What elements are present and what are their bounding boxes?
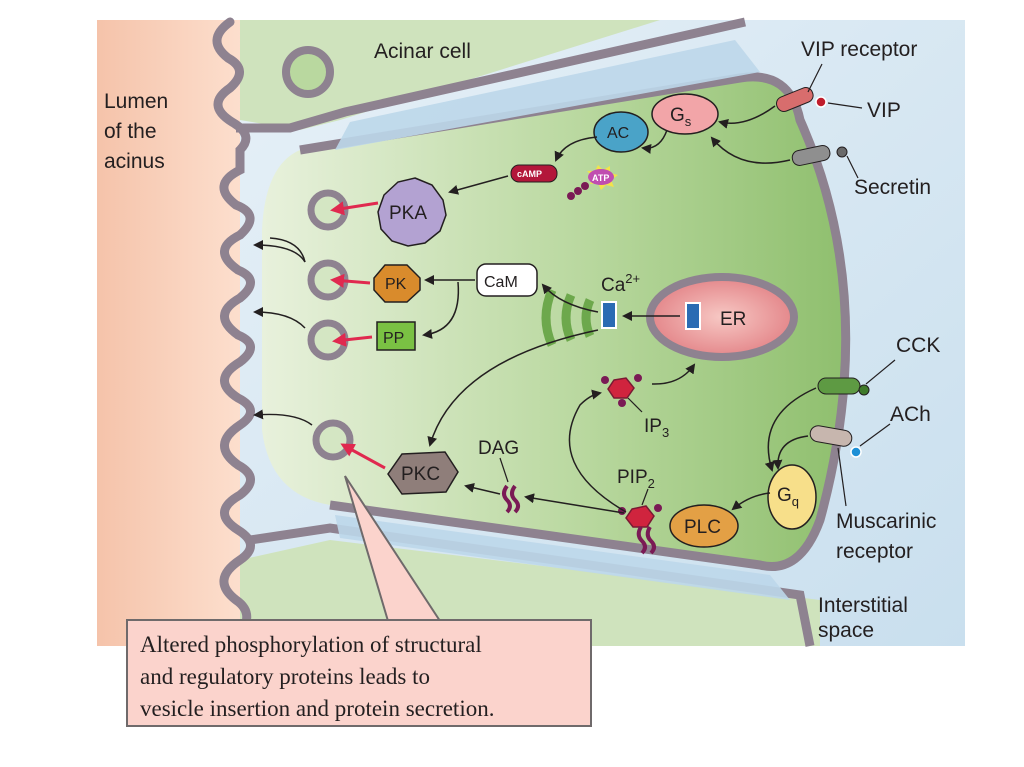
er-ca-channel <box>685 302 701 330</box>
vip-receptor-pointer <box>807 63 823 93</box>
ca-wave-1 <box>541 288 557 347</box>
arrow-cam-to-pp <box>422 281 460 339</box>
vesicle-top <box>282 46 334 98</box>
ach-label: ACh <box>890 403 931 426</box>
gq-label: Gq <box>777 485 799 509</box>
caption-line-2: and regulatory proteins leads to <box>140 664 430 689</box>
arrow-plc-to-ip3 <box>568 389 627 513</box>
lower-interstitial-gap <box>335 515 790 600</box>
camp-label: cAMP <box>517 169 542 179</box>
vip-receptor <box>775 87 827 112</box>
red-arrow-pka <box>330 201 379 216</box>
red-arrow-pkc <box>340 443 386 470</box>
exocytosis-arrow-4 <box>269 237 306 263</box>
arrow-gs-to-ac <box>641 129 668 154</box>
pka-label: PKA <box>389 203 427 224</box>
vip-label: VIP <box>867 99 901 122</box>
camp-badge <box>510 164 558 183</box>
arrow-secretin-to-gs <box>710 136 791 164</box>
ca-wave-3 <box>581 298 595 338</box>
plc-label: PLC <box>684 517 721 538</box>
red-arrow-pk <box>330 273 371 288</box>
arrow-camp-to-pka <box>448 175 509 195</box>
cck-receptor <box>817 377 870 396</box>
er-label: ER <box>720 309 746 330</box>
ac-enzyme <box>593 111 649 153</box>
pip2-label: PIP2 <box>617 467 655 491</box>
apical-membrane <box>212 17 255 645</box>
ach-pointer <box>859 423 891 447</box>
vip-receptor-label: VIP receptor <box>801 38 917 61</box>
secretin-pointer <box>846 155 859 179</box>
pp-label: PP <box>383 330 404 347</box>
pkc-enzyme <box>387 451 459 495</box>
atp-phosphate-chain <box>567 182 589 200</box>
dag-molecule <box>502 484 520 514</box>
arrow-ca-to-pkc <box>427 329 599 447</box>
pp-enzyme <box>376 321 416 351</box>
pka-enzyme <box>377 177 447 247</box>
ca-label: Ca2+ <box>601 271 640 296</box>
arrow-ac-to-camp <box>554 136 598 162</box>
cck-pointer <box>865 359 896 385</box>
gs-protein <box>651 93 719 135</box>
secretin-receptor <box>791 145 848 166</box>
ip3-pointer <box>627 397 643 413</box>
pip2-pointer <box>641 488 649 506</box>
er-organelle <box>646 273 798 361</box>
cam-box <box>476 263 538 297</box>
atp-label: ATP <box>592 173 609 183</box>
ip3-label: IP3 <box>644 416 669 440</box>
ac-label: AC <box>607 125 629 142</box>
lumen-region <box>97 20 247 646</box>
dag-pointer <box>499 457 509 483</box>
upper-interstitial-gap <box>335 40 760 150</box>
pk-enzyme <box>373 264 421 303</box>
arrow-ach-to-gq <box>772 435 809 470</box>
cck-label: CCK <box>896 334 940 357</box>
gs-label: Gs <box>670 105 692 129</box>
arrow-ip3-to-er <box>651 363 696 385</box>
caption-box: Altered phosphorylation of structural an… <box>126 619 592 727</box>
vesicle-4 <box>312 419 354 461</box>
muscarinic-label: Muscarinic receptor <box>836 510 942 563</box>
arrow-vip-to-gs <box>718 105 776 129</box>
exocytosis-arrow-3 <box>253 409 313 426</box>
vip-pointer <box>827 102 863 109</box>
arrow-ca-to-cam <box>541 283 599 313</box>
caption-line-1: Altered phosphorylation of structural <box>140 632 482 657</box>
exocytosis-arrow-2 <box>253 307 306 329</box>
pk-label: PK <box>385 276 407 293</box>
dag-label: DAG <box>478 438 519 459</box>
cell-membrane <box>299 72 851 571</box>
interstitial-label: Interstitial space <box>818 594 914 642</box>
secretin-label: Secretin <box>854 176 931 199</box>
gq-protein <box>767 464 817 530</box>
muscarinic-receptor <box>809 425 862 458</box>
arrow-dag-to-pkc <box>464 482 501 495</box>
ip3-molecule <box>601 374 642 407</box>
arrow-plc-to-dag <box>524 493 625 514</box>
cam-label: CaM <box>484 274 518 291</box>
arrow-gq-to-plc <box>731 492 771 511</box>
upper-cell-membrane <box>236 17 746 133</box>
muscarinic-pointer <box>837 447 847 507</box>
caption-line-3: vesicle insertion and protein secretion. <box>140 696 495 721</box>
atp-badge <box>588 169 614 185</box>
arrow-cck-to-gq <box>764 387 817 472</box>
upper-neighbour-cell <box>240 20 660 130</box>
exocytosis-arrow-1 <box>253 240 306 263</box>
pkc-label: PKC <box>401 464 440 485</box>
lumen-label: Lumen of the acinus <box>104 90 174 173</box>
red-arrow-pp <box>332 332 373 347</box>
plc-enzyme <box>669 504 739 548</box>
acinar-cell-label: Acinar cell <box>374 40 471 63</box>
ca-channel <box>601 301 617 329</box>
